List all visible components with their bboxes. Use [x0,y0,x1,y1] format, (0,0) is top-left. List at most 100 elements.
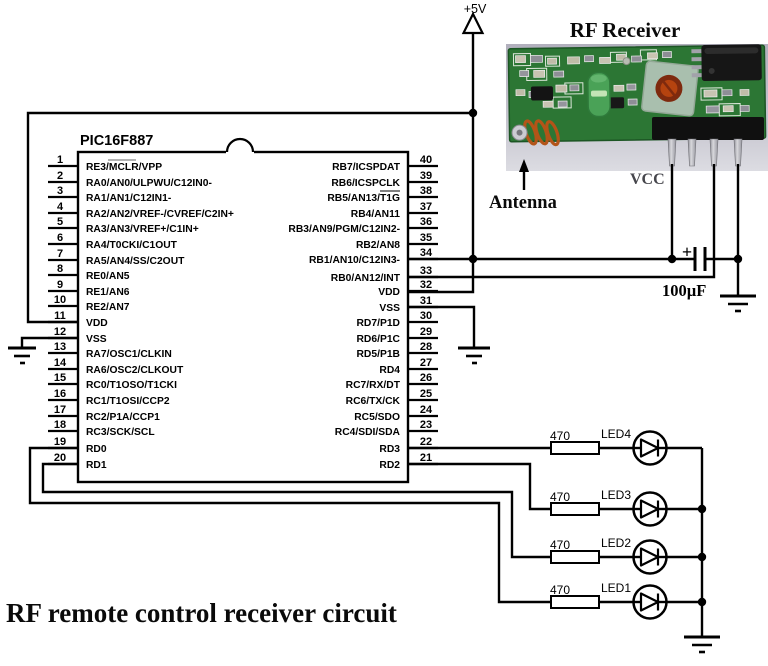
ground-left [8,346,36,365]
svg-text:RB0/AN12/INT: RB0/AN12/INT [331,273,401,284]
svg-text:RD4: RD4 [379,365,400,376]
antenna-pad-hole [516,129,523,136]
right-pin-stubs [408,164,438,466]
junction-dot [468,108,478,118]
svg-text:RD3: RD3 [379,444,400,455]
wire-vss-right-to-ground [408,305,476,348]
pic16f887-chip: PIC16F887 1 2 [48,133,438,484]
page-title: RF remote control receiver circuit [6,598,397,628]
led-row-3: 470 LED3 [550,488,668,527]
junction-dot [667,254,677,264]
svg-text:19: 19 [54,436,66,448]
svg-text:RC6/TX/CK: RC6/TX/CK [346,396,401,407]
svg-text:15: 15 [54,372,66,384]
resistor-led2 [550,550,600,564]
led-row-4: 470 LED4 [550,427,668,466]
svg-text:RA3/AN3/VREF+/C1IN+: RA3/AN3/VREF+/C1IN+ [86,224,199,235]
resistor-led1 [550,595,600,609]
resistor-led4 [550,441,600,455]
resistor-led3 [550,502,600,516]
svg-text:32: 32 [420,279,432,291]
transistor [530,86,554,101]
svg-text:9: 9 [57,279,63,291]
rf-receiver-title: RF Receiver [570,18,681,42]
svg-text:18: 18 [54,419,66,431]
svg-text:RB4/AN11: RB4/AN11 [351,209,400,220]
trimmer-capacitor [641,60,699,117]
junction-dot [733,254,743,264]
svg-text:26: 26 [420,372,432,384]
svg-text:11: 11 [54,310,66,322]
svg-text:28: 28 [420,341,432,353]
svg-text:VDD: VDD [378,287,400,298]
svg-text:1: 1 [57,154,63,166]
left-pin-stubs [48,164,78,466]
svg-text:VDD: VDD [86,318,108,329]
svg-text:33: 33 [420,265,432,277]
svg-text:8: 8 [57,263,63,275]
resistor-value: 470 [550,583,570,597]
svg-text:VSS: VSS [379,303,400,314]
led-row-1: 470 LED1 [550,581,668,620]
wire-rd0-led1 [28,446,702,604]
chip-name: PIC16F887 [80,133,153,149]
svg-text:VSS: VSS [86,334,107,345]
junction-dot [468,254,478,264]
ground-led-rail [684,635,720,654]
junction-dot [697,504,707,514]
svg-text:13: 13 [54,341,66,353]
resistor-value: 470 [550,490,570,504]
svg-text:23: 23 [420,419,432,431]
svg-text:RB6/ICSPCLK: RB6/ICSPCLK [331,178,400,189]
svg-text:14: 14 [54,357,67,369]
svg-text:34: 34 [420,247,433,259]
svg-text:40: 40 [420,154,432,166]
power-5v-symbol: +5V [461,2,487,35]
svg-text:27: 27 [420,357,432,369]
svg-text:5: 5 [57,216,63,228]
svg-text:6: 6 [57,232,63,244]
wire-rd2-led3 [408,462,702,511]
vcc-label: VCC [630,171,665,188]
chip-body [76,150,410,484]
svg-text:RC1/T1OSI/CCP2: RC1/T1OSI/CCP2 [86,396,170,407]
svg-text:RE3/MCLR/VPP: RE3/MCLR/VPP [86,162,162,173]
svg-text:7: 7 [57,248,63,260]
svg-text:RC2/P1A/CCP1: RC2/P1A/CCP1 [86,412,160,423]
led-label: LED3 [601,488,631,502]
led-row-2: 470 LED2 [550,536,668,575]
svg-text:RD0: RD0 [86,444,107,455]
svg-text:RB5/AN13/T1G: RB5/AN13/T1G [327,193,400,204]
svg-text:RA4/T0CKI/C1OUT: RA4/T0CKI/C1OUT [86,240,178,251]
svg-text:30: 30 [420,310,432,322]
svg-text:RB1/AN10/C12IN3-: RB1/AN10/C12IN3- [309,255,401,266]
svg-text:RC7/RX/DT: RC7/RX/DT [346,380,401,391]
svg-text:RD2: RD2 [379,460,400,471]
svg-text:RE2/AN7: RE2/AN7 [86,302,130,313]
svg-text:39: 39 [420,170,432,182]
svg-text:37: 37 [420,201,432,213]
antenna-pointer: Antenna [489,159,557,213]
rf-receiver-photo [506,44,768,171]
board-hole [622,57,631,66]
right-pin-labels: RB7/ICSPDAT RB6/ICSPCLK RB5/AN13/T1G RB4/A… [288,162,400,471]
ground-module [720,294,756,313]
svg-text:RA5/AN4/SS/C2OUT: RA5/AN4/SS/C2OUT [86,256,185,267]
svg-text:2: 2 [57,170,63,182]
capacitor-100uf: + 100µF [662,242,707,300]
chip-notch [225,137,255,153]
svg-text:24: 24 [420,404,433,416]
junction-dot [697,597,707,607]
svg-text:RC5/SDO: RC5/SDO [354,412,400,423]
wire-module-data-to-rb0 [408,164,716,279]
svg-text:17: 17 [54,404,66,416]
svg-text:16: 16 [54,388,66,400]
antenna-label: Antenna [489,193,557,213]
svg-text:RD6/P1C: RD6/P1C [357,334,401,345]
antenna-arrow-icon [519,159,529,172]
svg-text:RB7/ICSPDAT: RB7/ICSPDAT [332,162,401,173]
svg-text:RD5/P1B: RD5/P1B [357,349,401,360]
